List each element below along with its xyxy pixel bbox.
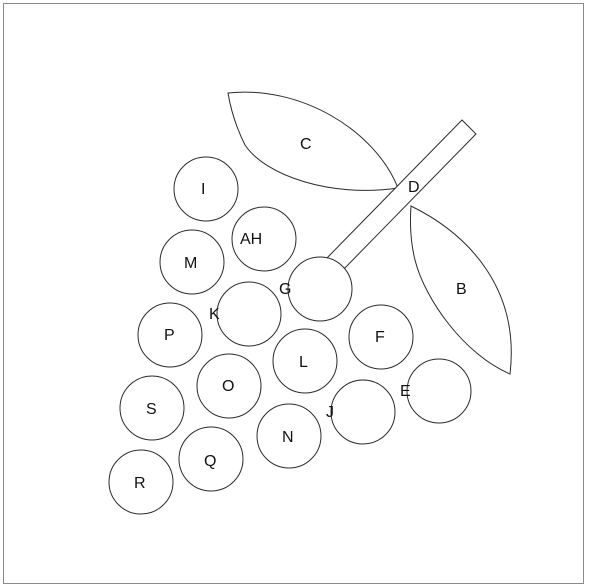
label-b: B <box>456 281 467 298</box>
label-o: O <box>222 378 234 395</box>
leaf-c <box>228 92 398 190</box>
label-k: K <box>209 306 220 323</box>
label-m: M <box>184 255 197 272</box>
label-f: F <box>375 329 385 346</box>
grape-i <box>174 157 238 221</box>
label-p: P <box>164 327 175 344</box>
label-c: C <box>300 136 312 153</box>
label-q: Q <box>204 453 216 470</box>
label-s: S <box>146 401 157 418</box>
grape-g <box>288 257 352 321</box>
label-l: L <box>299 354 308 371</box>
label-n: N <box>282 429 294 446</box>
label-r: R <box>134 475 146 492</box>
grape-e <box>407 359 471 423</box>
label-j: J <box>326 404 334 421</box>
label-d: D <box>408 179 420 196</box>
grape-j <box>331 380 395 444</box>
label-ah: AH <box>240 231 262 248</box>
label-i: I <box>201 181 205 198</box>
label-g: G <box>279 281 291 298</box>
label-e: E <box>400 383 411 400</box>
grape-k <box>217 282 281 346</box>
